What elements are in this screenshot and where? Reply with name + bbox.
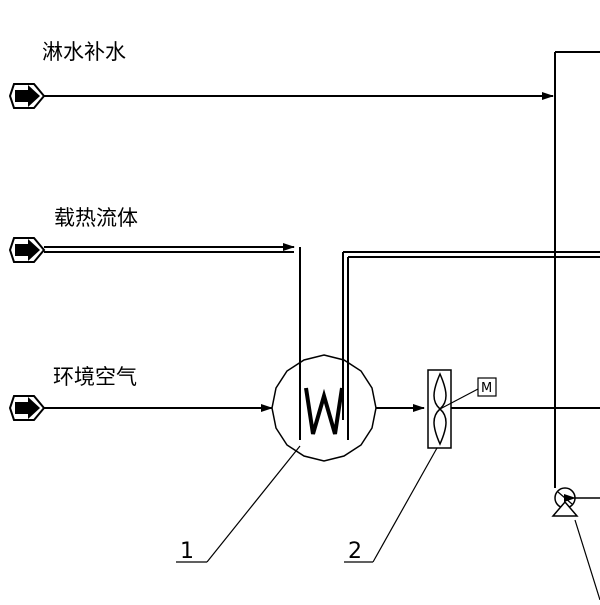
motor-label: M bbox=[481, 381, 492, 396]
fan: M bbox=[427, 369, 497, 449]
inlet-ambient-air bbox=[8, 395, 46, 421]
callout-2: 2 bbox=[344, 447, 438, 564]
heat-exchanger-body bbox=[271, 354, 377, 462]
spray-tower-column bbox=[554, 51, 600, 488]
heat-exchanger-coil-icon bbox=[304, 387, 344, 435]
inlet-spray-water bbox=[8, 83, 46, 109]
callout-2-number: 2 bbox=[348, 539, 362, 564]
callout-1: 1 bbox=[176, 445, 301, 564]
heat-fluid-inlet-pipe bbox=[44, 243, 301, 420]
circulation-pump bbox=[551, 487, 600, 601]
heat-exchanger bbox=[271, 354, 377, 462]
ambient-air-label: 环境空气 bbox=[53, 365, 137, 389]
heat-fluid-label: 载热流体 bbox=[54, 206, 138, 230]
callout-1-number: 1 bbox=[180, 539, 194, 564]
heat-fluid-outlet-pipe bbox=[342, 251, 600, 420]
inlet-ambient-air-arrow-icon bbox=[15, 397, 40, 419]
spray-water-label: 淋水补水 bbox=[42, 40, 126, 64]
inlet-heat-fluid-arrow-icon bbox=[15, 239, 40, 261]
motor-box bbox=[477, 377, 497, 397]
inlet-spray-water-arrow-icon bbox=[15, 85, 40, 107]
inlet-heat-fluid bbox=[8, 237, 46, 263]
